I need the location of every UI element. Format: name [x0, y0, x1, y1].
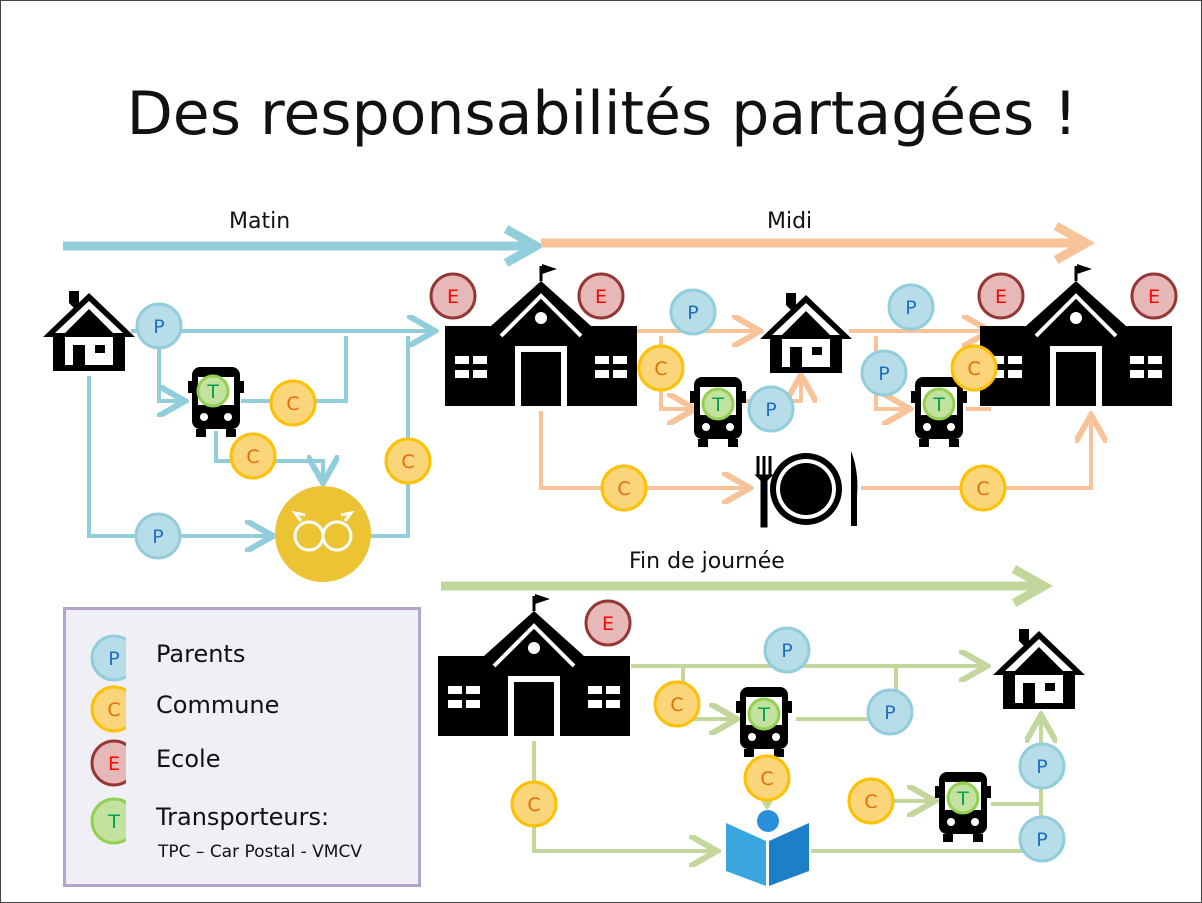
svg-text:C: C	[670, 694, 683, 716]
legend-parents: Parents	[156, 640, 246, 668]
meal-icon	[754, 451, 858, 528]
svg-text:P: P	[1036, 829, 1047, 851]
badge-transporteurs: T	[747, 697, 781, 731]
badge-parents: P	[860, 349, 908, 397]
badge-parents: P	[134, 512, 182, 560]
legend: P C E T Parents Commune Ecole Transporteurs…	[63, 607, 421, 887]
badge-commune: C	[510, 780, 558, 828]
badge-parents: P	[135, 302, 183, 350]
legend-transporteurs: Transporteurs:	[156, 803, 330, 831]
badge-parents: P	[763, 626, 811, 674]
badge-commune: C	[959, 464, 1007, 512]
svg-text:E: E	[602, 613, 614, 635]
svg-text:C: C	[401, 451, 414, 473]
badge-commune: C	[229, 432, 277, 480]
badge-ecole: E	[577, 272, 625, 320]
svg-text:T: T	[757, 704, 770, 726]
legend-ecole: Ecole	[156, 745, 221, 773]
svg-text:C: C	[976, 478, 989, 500]
svg-text:E: E	[108, 753, 120, 775]
svg-text:T: T	[206, 381, 219, 403]
svg-text:T: T	[711, 394, 724, 416]
badge-transporteurs: T	[196, 374, 230, 408]
page-title: Des responsabilités partagées !	[126, 79, 1078, 149]
badge-ecole: E	[584, 599, 632, 647]
badge-parents: P	[90, 634, 126, 682]
legend-transporteurs-list: TPC – Car Postal - VMCV	[158, 842, 362, 862]
badge-commune: C	[90, 685, 126, 733]
svg-text:T: T	[107, 811, 120, 833]
badge-commune: C	[384, 437, 432, 485]
legend-commune: Commune	[156, 691, 280, 719]
svg-text:T: T	[932, 394, 945, 416]
label-matin: Matin	[229, 209, 291, 234]
svg-text:P: P	[765, 399, 776, 421]
svg-text:C: C	[246, 446, 259, 468]
matin-flows	[87, 331, 431, 536]
badge-parents: P	[747, 385, 795, 433]
svg-text:C: C	[967, 358, 980, 380]
badge-parents: P	[1018, 742, 1066, 790]
badge-commune: C	[600, 464, 648, 512]
svg-text:P: P	[781, 640, 792, 662]
badge-commune: C	[637, 344, 685, 392]
svg-text:C: C	[617, 478, 630, 500]
home-icon	[760, 293, 852, 373]
badge-commune: C	[950, 344, 998, 392]
badge-ecole: E	[1130, 272, 1178, 320]
legend-badges: P C E T	[90, 634, 126, 845]
svg-text:P: P	[905, 297, 916, 319]
svg-text:C: C	[760, 768, 773, 790]
svg-text:P: P	[1036, 756, 1047, 778]
svg-text:P: P	[687, 302, 698, 324]
svg-text:E: E	[447, 286, 459, 308]
badge-transporteurs: T	[90, 797, 126, 845]
home-icon	[993, 629, 1085, 709]
matin-timeline-arrow	[63, 225, 546, 267]
badge-transporteurs: T	[946, 781, 980, 815]
svg-text:C: C	[527, 794, 540, 816]
svg-text:P: P	[878, 363, 889, 385]
badge-commune: C	[269, 379, 317, 427]
svg-text:C: C	[286, 393, 299, 415]
home-icon	[43, 291, 135, 371]
badge-ecole: E	[429, 272, 477, 320]
svg-text:C: C	[864, 791, 877, 813]
midi-timeline-arrow	[541, 222, 1096, 264]
badge-parents: P	[866, 688, 914, 736]
svg-text:E: E	[995, 286, 1007, 308]
badge-commune: C	[847, 777, 895, 825]
library-book-icon	[726, 810, 809, 886]
svg-text:C: C	[107, 699, 120, 721]
svg-text:P: P	[884, 702, 895, 724]
badge-transporteurs: T	[922, 387, 956, 421]
badge-commune: C	[743, 754, 791, 802]
label-fin-journee: Fin de journée	[629, 549, 785, 574]
svg-text:E: E	[1148, 286, 1160, 308]
badge-transporteurs: T	[701, 387, 735, 421]
svg-text:P: P	[108, 648, 119, 670]
daycare-icon	[275, 486, 371, 582]
badge-ecole: E	[90, 739, 126, 787]
svg-text:P: P	[152, 526, 163, 548]
fin-timeline-arrow	[441, 565, 1054, 607]
svg-text:T: T	[956, 788, 969, 810]
badge-commune: C	[653, 680, 701, 728]
svg-text:P: P	[153, 316, 164, 338]
badge-parents: P	[887, 283, 935, 331]
label-midi: Midi	[767, 209, 813, 234]
badge-parents: P	[1018, 815, 1066, 863]
svg-text:E: E	[595, 286, 607, 308]
badge-parents: P	[669, 288, 717, 336]
badge-ecole: E	[977, 272, 1025, 320]
svg-text:C: C	[654, 358, 667, 380]
